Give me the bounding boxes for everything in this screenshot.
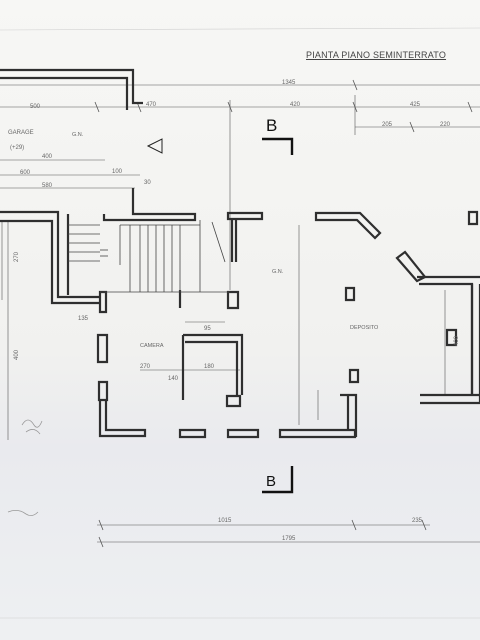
dimension-ticks (94, 79, 473, 548)
dim-row-100: 100 (112, 169, 123, 175)
dim-mid-95: 95 (204, 326, 211, 332)
scan-artifacts (0, 27, 480, 619)
dim-top-205: 205 (382, 122, 393, 128)
room-label-camera: CAMERA (140, 343, 164, 349)
level-mark-center: G.N. (272, 269, 284, 275)
room-label-deposito: DEPOSITO (350, 325, 379, 331)
section-mark-bottom: B (266, 473, 276, 490)
dim-bottom-overall: 1795 (282, 536, 296, 542)
dim-row-580: 580 (42, 183, 53, 189)
dim-top-470: 470 (146, 102, 157, 108)
dimension-lines (0, 84, 480, 543)
dim-mid-140: 140 (168, 376, 179, 382)
dim-mid-270: 270 (140, 364, 151, 370)
dim-top-500: 500 (30, 104, 41, 110)
section-mark-top: B (266, 116, 277, 135)
dim-right-400: 400 (454, 335, 460, 346)
dim-top-overall: 1345 (282, 80, 296, 86)
staircase (68, 220, 230, 293)
dim-top-220: 220 (440, 122, 451, 128)
dim-left-400: 400 (14, 349, 20, 360)
dim-row-30: 30 (144, 180, 151, 186)
dimension-values: 1345 500 470 420 425 205 220 400 600 580… (14, 80, 460, 542)
level-mark-garage: G.N. (72, 132, 84, 138)
dim-mid-135: 135 (78, 316, 89, 322)
dim-bottom-235: 235 (412, 518, 423, 524)
sheet-title: PIANTA PIANO SEMINTERRATO (306, 50, 447, 60)
dim-bottom-1015: 1015 (218, 518, 232, 524)
dim-top-425: 425 (410, 102, 421, 108)
dim-mid-180: 180 (204, 364, 215, 370)
wall-outlines (0, 68, 480, 439)
room-label-garage: GARAGE (8, 130, 34, 136)
dim-row-600: 600 (20, 170, 31, 176)
dim-row-400: 400 (42, 154, 53, 160)
handwritten-scribbles (7, 419, 43, 516)
north-arrow-icon (146, 138, 163, 154)
room-dims-garage: (+29) (10, 145, 24, 151)
dim-top-420: 420 (290, 102, 301, 108)
dim-left-270: 270 (14, 251, 20, 262)
section-markers (262, 137, 294, 494)
